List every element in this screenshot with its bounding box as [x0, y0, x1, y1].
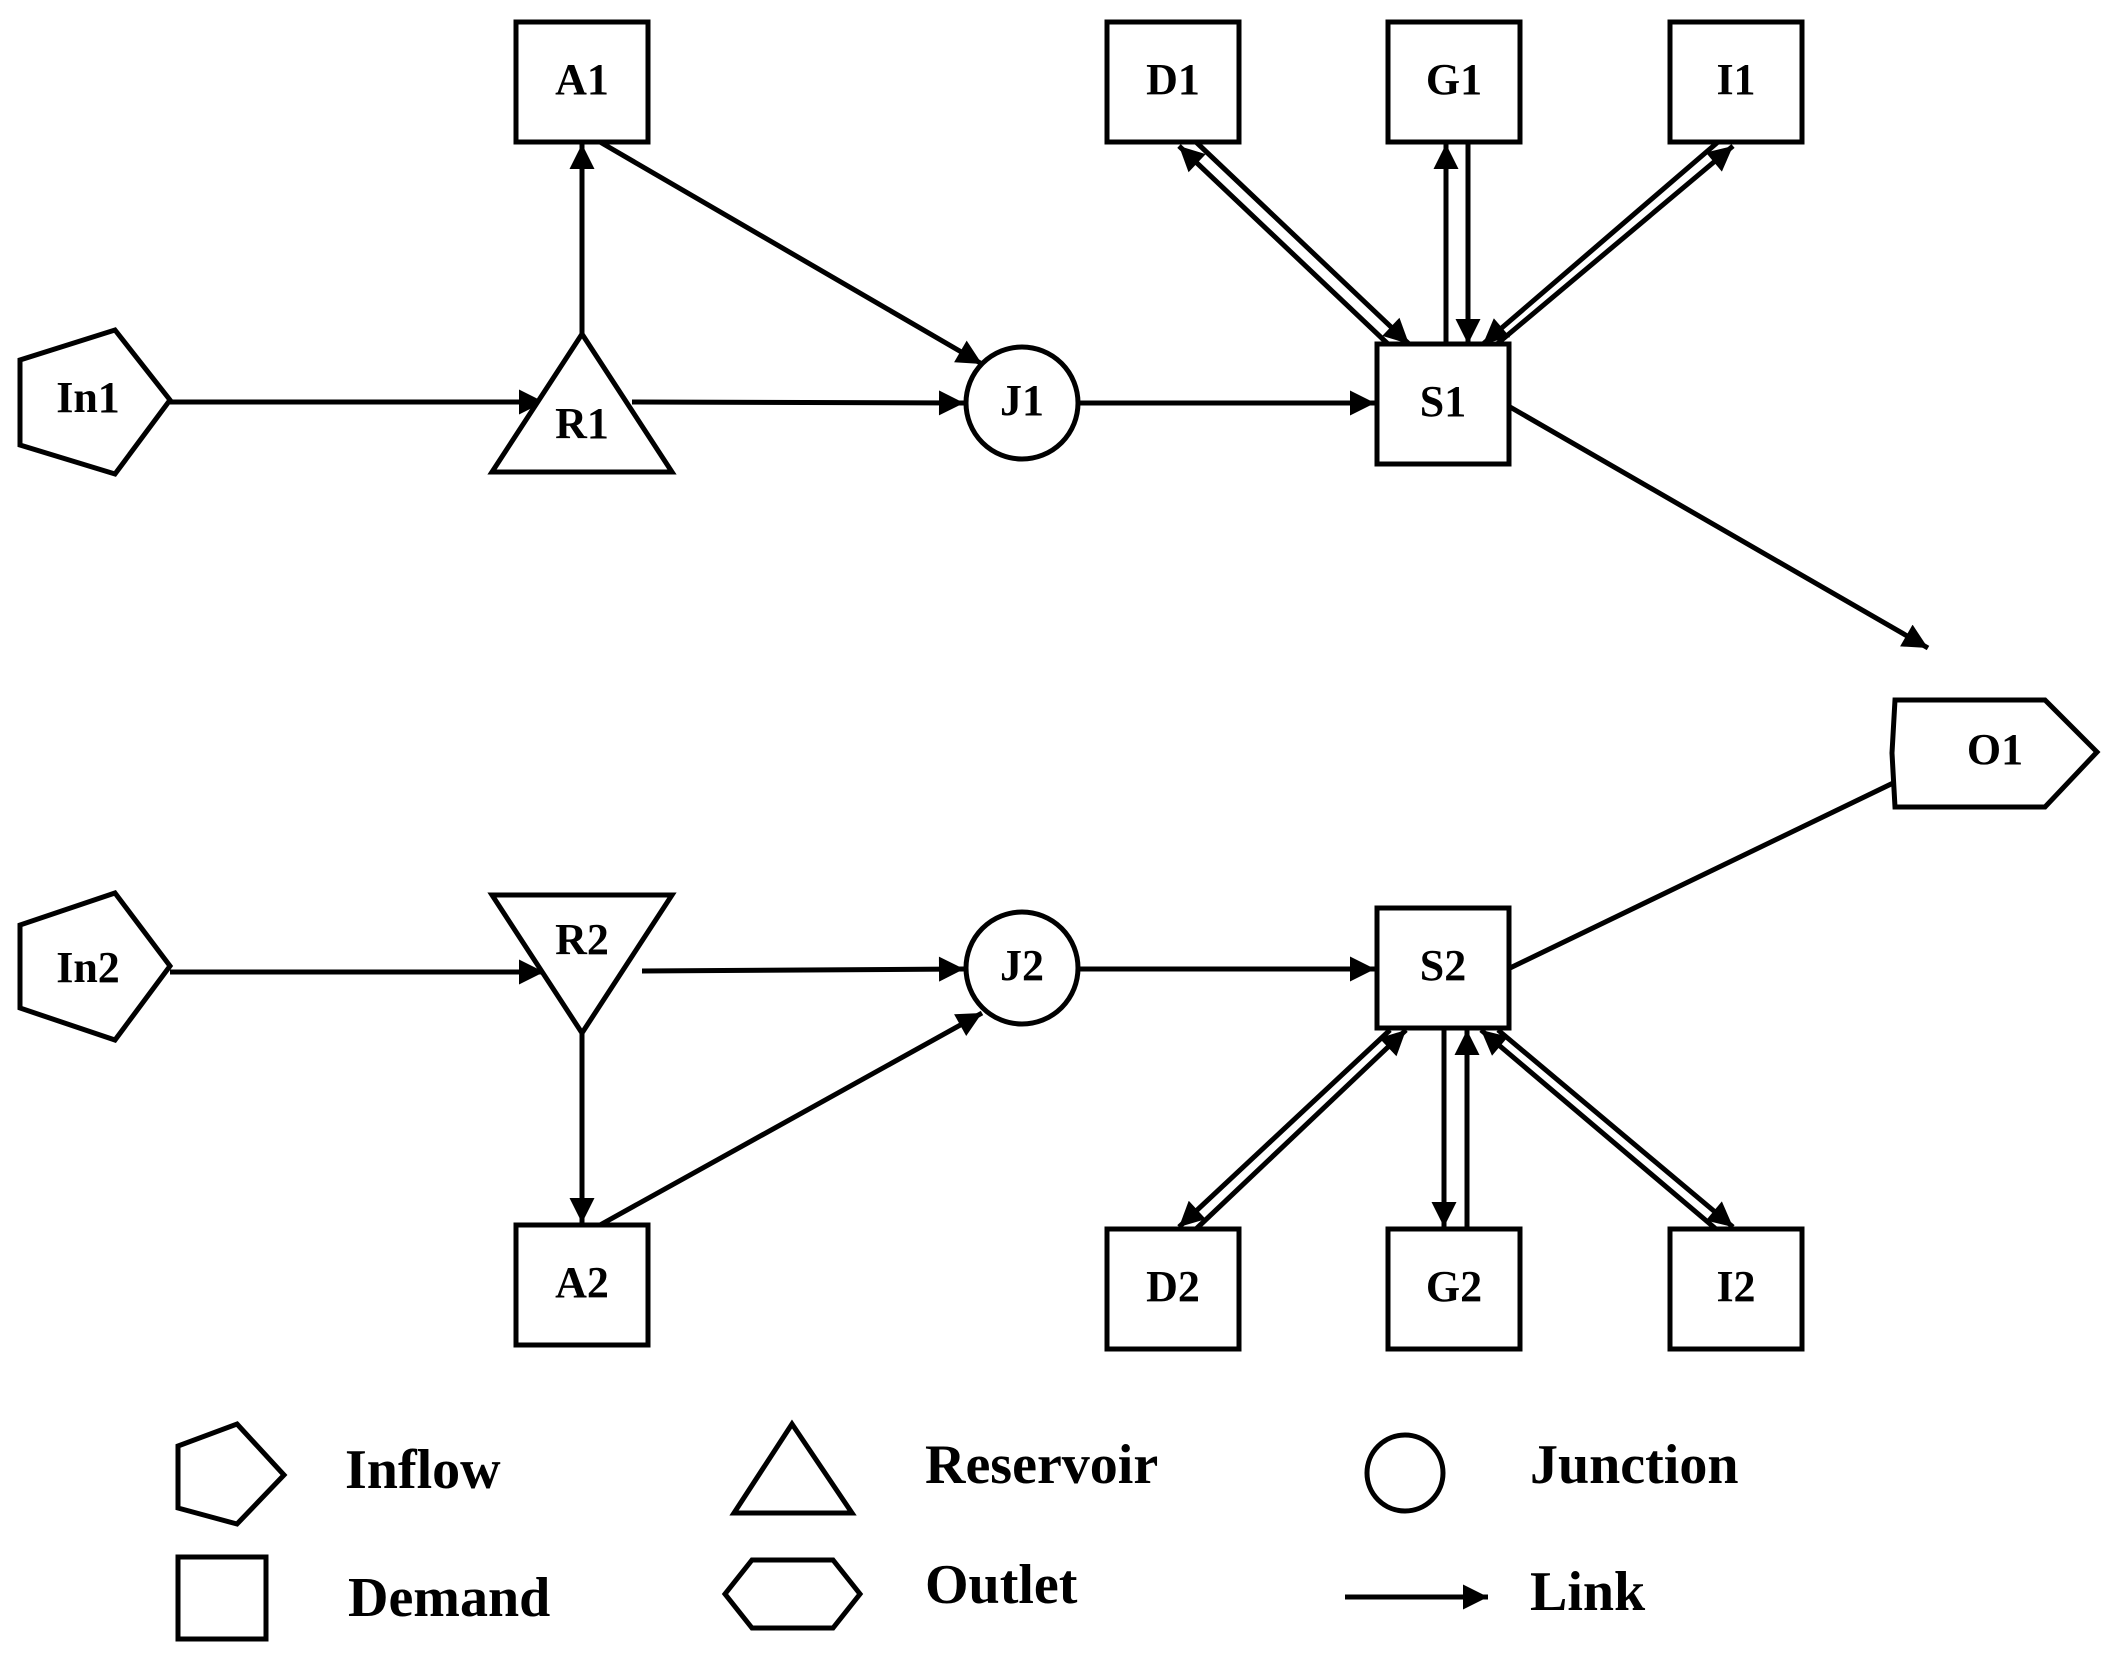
node-label-j2: J2: [1000, 941, 1044, 990]
node-i1: I1: [1667, 19, 1805, 145]
legend-item-reservoir: Reservoir: [729, 1419, 1158, 1516]
link-i1-to-s1: [1481, 140, 1720, 346]
demand-square-icon: [175, 1554, 269, 1642]
link-d2-to-s2: [1194, 1028, 1408, 1231]
link-s1-to-d1: [1177, 144, 1390, 346]
demand-square-icon: [1374, 341, 1512, 467]
node-label-s2: S2: [1420, 941, 1466, 990]
node-label-d1: D1: [1146, 55, 1200, 104]
reservoir-triangle-icon: [487, 892, 677, 1038]
link-s2-to-o1: [1508, 754, 1949, 971]
link-r2-to-j2: [641, 956, 965, 982]
node-r1: R1: [487, 329, 677, 475]
demand-square-icon: [513, 1222, 651, 1348]
node-a2: A2: [513, 1222, 651, 1348]
node-o1: O1: [1889, 697, 2101, 810]
link-a1-to-j1: [598, 139, 984, 367]
outlet-hexagon-icon: [1889, 697, 2101, 810]
node-label-r1: R1: [555, 399, 609, 448]
links-layer: [170, 139, 1949, 1231]
legend-item-demand: Demand: [175, 1554, 550, 1642]
demand-square-icon: [1104, 19, 1242, 145]
junction-circle-icon: [963, 909, 1081, 1027]
demand-square-icon: [1667, 1226, 1805, 1352]
inflow-pentagon-icon: [175, 1421, 288, 1527]
node-label-a1: A1: [555, 55, 609, 104]
demand-square-icon: [1385, 19, 1523, 145]
legend: Inflow Reservoir Junction Demand Outlet …: [175, 1419, 1739, 1642]
legend-label-link: Link: [1530, 1561, 1646, 1623]
legend-label-demand: Demand: [348, 1567, 550, 1629]
junction-circle-icon: [1364, 1432, 1446, 1514]
legend-item-junction: Junction: [1364, 1432, 1739, 1514]
node-s1: S1: [1374, 341, 1512, 467]
nodes-layer: In1 In2 R1 R2 A1 A2 J1: [17, 19, 2101, 1352]
node-j1: J1: [963, 344, 1081, 462]
demand-square-icon: [1374, 905, 1512, 1031]
demand-square-icon: [1104, 1226, 1242, 1352]
link-d1-to-s1: [1194, 140, 1411, 346]
node-a1: A1: [513, 19, 651, 145]
link-s2-to-d2: [1177, 1028, 1392, 1229]
node-g2: G2: [1385, 1226, 1523, 1352]
demand-square-icon: [513, 19, 651, 145]
node-in1: In1: [17, 327, 174, 477]
node-label-j1: J1: [1000, 376, 1044, 425]
node-label-i1: I1: [1716, 55, 1755, 104]
legend-item-link: Link: [1345, 1561, 1646, 1623]
legend-label-reservoir: Reservoir: [925, 1434, 1158, 1496]
link-r1-to-j1: [631, 390, 965, 416]
outlet-hexagon-icon: [721, 1557, 864, 1631]
node-label-a2: A2: [555, 1258, 609, 1307]
junction-circle-icon: [963, 344, 1081, 462]
node-in2: In2: [17, 890, 174, 1043]
link-a2-to-j2: [598, 1010, 984, 1228]
node-label-o1: O1: [1967, 725, 2023, 774]
reservoir-triangle-icon: [729, 1419, 857, 1516]
node-j2: J2: [963, 909, 1081, 1027]
link-s2-to-i2: [1496, 1028, 1735, 1229]
link-s1-to-i1: [1495, 144, 1735, 346]
link-s1-to-o1: [1508, 404, 1930, 651]
node-label-i2: I2: [1716, 1262, 1755, 1311]
reservoir-triangle-icon: [487, 329, 677, 475]
node-r2: R2: [487, 892, 677, 1038]
node-d1: D1: [1104, 19, 1242, 145]
node-label-in1: In1: [56, 373, 120, 422]
node-s2: S2: [1374, 905, 1512, 1031]
node-label-g2: G2: [1426, 1262, 1482, 1311]
node-label-r2: R2: [555, 915, 609, 964]
node-label-d2: D2: [1146, 1262, 1200, 1311]
node-label-g1: G1: [1426, 55, 1482, 104]
node-g1: G1: [1385, 19, 1523, 145]
legend-label-inflow: Inflow: [345, 1439, 501, 1501]
node-d2: D2: [1104, 1226, 1242, 1352]
node-label-in2: In2: [56, 943, 120, 992]
inflow-pentagon-icon: [17, 327, 174, 477]
legend-label-outlet: Outlet: [925, 1554, 1078, 1616]
legend-item-outlet: Outlet: [721, 1554, 1078, 1631]
link-i2-to-s2: [1479, 1028, 1718, 1231]
node-label-s1: S1: [1420, 377, 1466, 426]
legend-label-junction: Junction: [1530, 1434, 1739, 1496]
demand-square-icon: [1667, 19, 1805, 145]
legend-item-inflow: Inflow: [175, 1421, 501, 1527]
inflow-pentagon-icon: [17, 890, 174, 1043]
node-i2: I2: [1667, 1226, 1805, 1352]
demand-square-icon: [1385, 1226, 1523, 1352]
